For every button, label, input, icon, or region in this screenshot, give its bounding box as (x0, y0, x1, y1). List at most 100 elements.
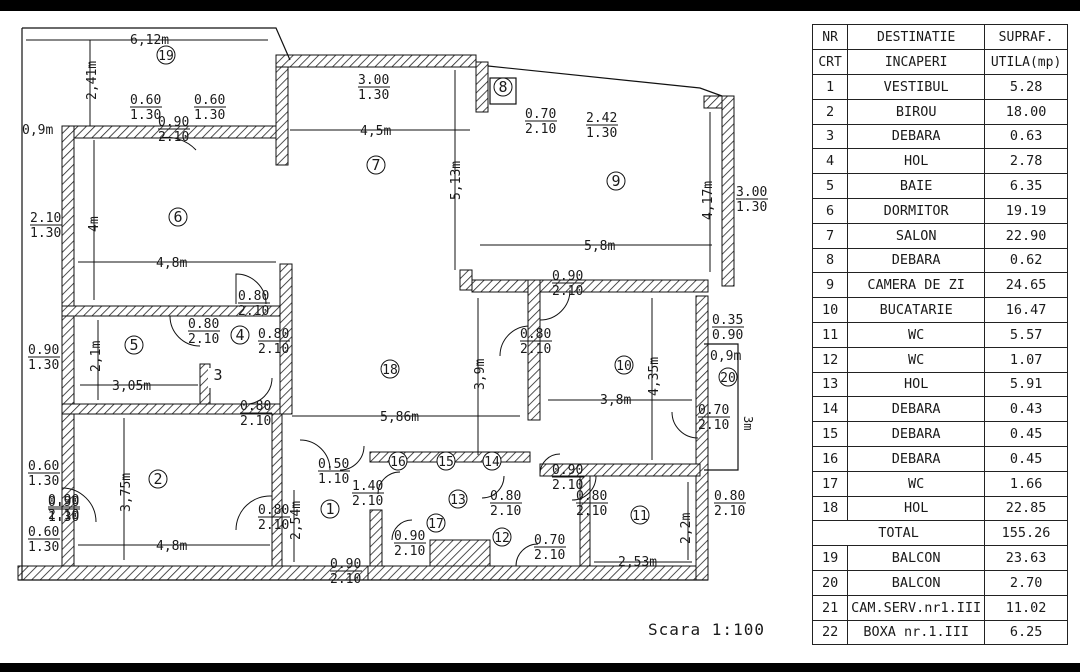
row-name-cell: SALON (847, 222, 986, 249)
row-area-cell: 0.45 (984, 445, 1068, 472)
room-number-circle (388, 451, 408, 471)
room-number-marker: 3 (208, 366, 228, 388)
opening-label: 2.421.30 (586, 111, 618, 141)
opening-width: 2.42 (586, 111, 617, 126)
opening-height: 2.10 (525, 122, 556, 137)
row-nr-cell: 7 (811, 222, 849, 249)
room-number-marker: 4 (230, 325, 250, 345)
room-number-marker: 2 (148, 469, 168, 489)
room-number-marker: 14 (482, 451, 502, 471)
opening-width: 0.50 (318, 457, 349, 472)
dimension-label: 4,8m (156, 256, 187, 271)
room-number: 15 (438, 455, 454, 470)
row-name-cell: DEBARA (847, 421, 986, 447)
opening-width: 0.90 (28, 343, 59, 358)
table-header-row: CRT INCAPERI UTILA(mp) (811, 49, 1068, 75)
dimension-label: 2,41m (85, 61, 100, 100)
header-area: SUPRAF. (984, 24, 1068, 50)
opening-height: 2.10 (534, 548, 565, 563)
row-name-cell: BAIE (847, 173, 986, 199)
opening-label: 0.802.10 (714, 489, 746, 519)
row-area-cell: 2.70 (984, 569, 1068, 596)
opening-label: 0.802.10 (258, 503, 290, 533)
opening-label: 0.802.10 (576, 489, 608, 519)
room-number: 16 (390, 455, 406, 470)
row-area-cell: 5.28 (984, 74, 1068, 100)
row-area-cell: 6.35 (984, 173, 1068, 199)
room-area-table: NR DESTINATIE SUPRAF. CRT INCAPERI UTILA… (811, 24, 1068, 646)
opening-height: 1.30 (358, 88, 389, 103)
opening-label: 0.802.10 (258, 327, 290, 357)
table-header-row: NR DESTINATIE SUPRAF. (811, 24, 1068, 50)
row-name-cell: HOL (847, 495, 986, 522)
row-area-cell: 24.65 (984, 272, 1068, 299)
opening-label: 0.802.10 (520, 327, 552, 357)
dimension-label: 5,86m (380, 410, 419, 425)
room-number-circle (148, 469, 168, 489)
dimension-label: 3,9m (473, 359, 488, 390)
row-nr-cell: 2 (811, 98, 849, 125)
room-number-circle (718, 367, 738, 387)
opening-width: 0.80 (188, 317, 219, 332)
room-number-marker: 9 (606, 171, 626, 191)
dimension-label: 0,9m (710, 349, 741, 364)
dimension-label: 4,17m (701, 181, 716, 220)
room-number: 12 (494, 531, 510, 546)
row-nr-cell: 18 (811, 495, 849, 522)
opening-height: 1.30 (736, 200, 767, 215)
total-value: 155.26 (984, 520, 1068, 547)
opening-label: 0.702.10 (525, 107, 557, 137)
opening-width: 0.80 (714, 489, 745, 504)
row-nr-cell: 22 (811, 619, 849, 646)
room-number-marker: 8 (493, 77, 513, 97)
dimension-labels: 6,12m 2,41m 0,9m 4,5m 5,13m 4,17m 5,8m 4… (22, 33, 755, 570)
dimension-label: 2,2m (679, 513, 694, 544)
row-area-cell: 1.66 (984, 470, 1068, 497)
row-area-cell: 5.57 (984, 321, 1068, 348)
row-area-cell: 22.85 (984, 495, 1068, 522)
room-number: 4 (235, 326, 244, 344)
opening-width: 0.70 (534, 533, 565, 548)
row-area-cell: 2.78 (984, 148, 1068, 175)
row-name-cell: CAMERA DE ZI (847, 272, 986, 299)
room-number: 3 (213, 366, 222, 384)
row-name-cell: DEBARA (847, 247, 986, 274)
room-number: 17 (428, 517, 444, 532)
opening-width: 0.70 (698, 403, 729, 418)
row-name-cell: VESTIBUL (847, 74, 986, 100)
opening-label: 0.702.10 (698, 403, 730, 433)
room-number: 10 (616, 359, 632, 374)
dimension-label: 3,8m (600, 393, 631, 408)
row-area-cell: 6.25 (984, 619, 1068, 646)
row-nr-cell: 3 (811, 123, 849, 150)
room-number-circle (606, 171, 626, 191)
opening-label: 0.350.90 (712, 313, 744, 343)
opening-width: 0.80 (520, 327, 551, 342)
opening-label: 0.601.30 (130, 93, 162, 123)
row-area-cell: 0.43 (984, 396, 1068, 423)
dimension-lines (26, 39, 712, 563)
row-nr-cell: 1 (811, 74, 849, 100)
opening-width: 0.90 (48, 493, 79, 508)
row-nr-cell: 19 (811, 545, 849, 571)
opening-width: 0.60 (28, 459, 59, 474)
row-nr-cell: 16 (811, 445, 849, 472)
opening-height: 1.30 (48, 510, 79, 525)
room-number-circle (614, 355, 634, 375)
room-number-circle (156, 45, 176, 65)
opening-width: 0.60 (130, 93, 161, 108)
dimension-label: 4m (87, 216, 102, 232)
row-area-cell: 0.45 (984, 421, 1068, 447)
opening-height: 1.30 (28, 474, 59, 489)
opening-height: 2.10 (552, 478, 583, 493)
opening-label: 0.802.10 (490, 489, 522, 519)
